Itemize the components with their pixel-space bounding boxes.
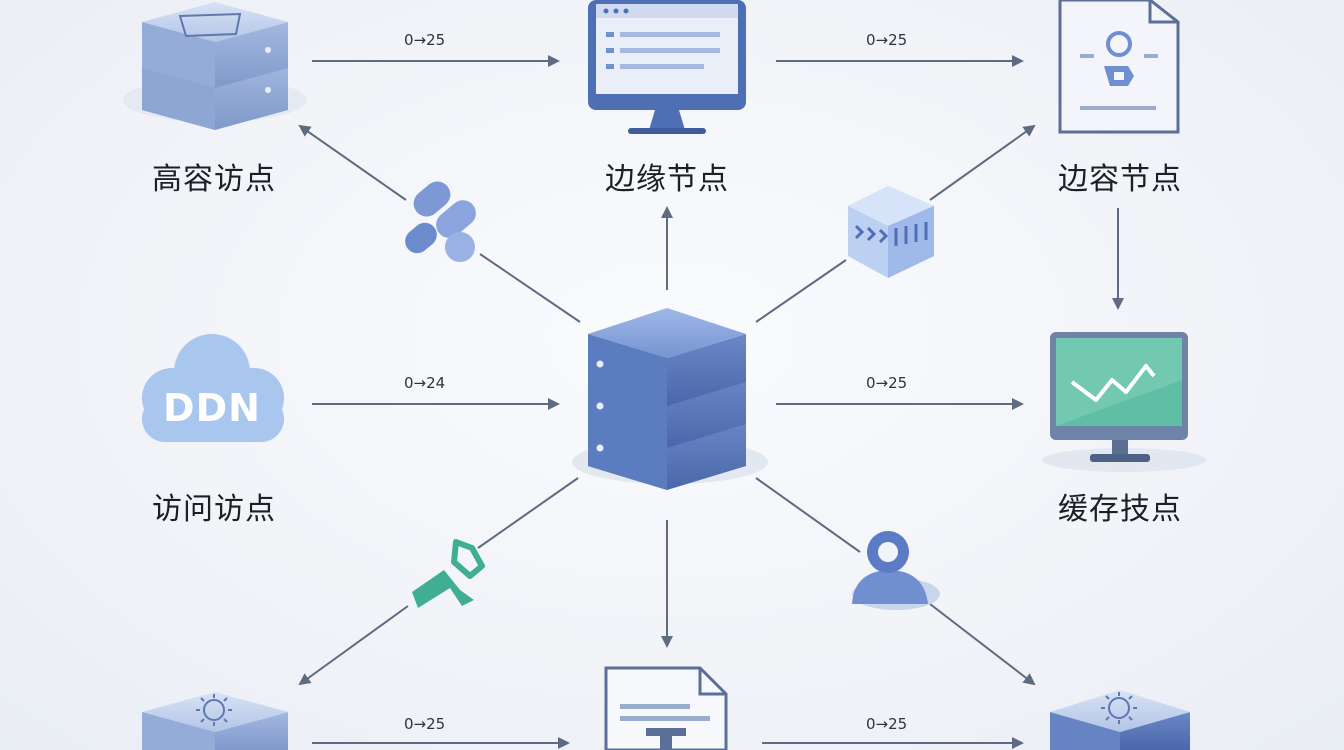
arrow-center-to-top-left-b (298, 124, 407, 201)
arrow-center-to-top-right-a (755, 259, 847, 323)
pill-icon (405, 181, 476, 262)
edge-label-top-left-center: 0→25 (404, 31, 446, 49)
server-icon-center (572, 308, 768, 490)
pin-icon (412, 539, 485, 608)
arrow-center-to-top-right-b (929, 124, 1036, 201)
edge-label-bottom-left-center: 0→25 (404, 715, 446, 733)
document-icon-bottom-center (604, 666, 728, 750)
edge-label-mid-left-center: 0→24 (404, 374, 446, 392)
server-icon-top-left (123, 2, 307, 130)
arrow-center-to-bottom-right-a (755, 477, 861, 553)
label-top-center: 边缘节点 (605, 162, 729, 197)
label-top-right: 边容节点 (1058, 162, 1182, 197)
edge-label-top-center-right: 0→25 (866, 31, 908, 49)
label-mid-right: 缓存技点 (1058, 492, 1182, 527)
server-icon-bottom-left (142, 692, 288, 750)
cloud-text: DDN (163, 386, 261, 430)
edge-label-bottom-center-right: 0→25 (866, 715, 908, 733)
arrow-center-to-bottom-left-a (477, 477, 579, 549)
user-icon (852, 531, 940, 610)
label-top-left: 高容访点 (152, 162, 276, 197)
chart-monitor-icon-mid-right (1042, 332, 1206, 472)
edge-label-center-mid-right: 0→25 (866, 374, 908, 392)
document-icon-top-right (1058, 0, 1180, 134)
arrow-center-to-bottom-left-b (298, 605, 409, 686)
monitor-icon-top-center (588, 0, 746, 134)
fiber-cube-icon (848, 186, 934, 278)
label-mid-left: 访问访点 (152, 492, 276, 527)
server-icon-bottom-right (1050, 690, 1190, 750)
cloud-icon-mid-left (142, 334, 284, 442)
arrow-center-to-top-left-a (479, 253, 581, 323)
arrow-center-to-bottom-right-b (929, 603, 1036, 686)
